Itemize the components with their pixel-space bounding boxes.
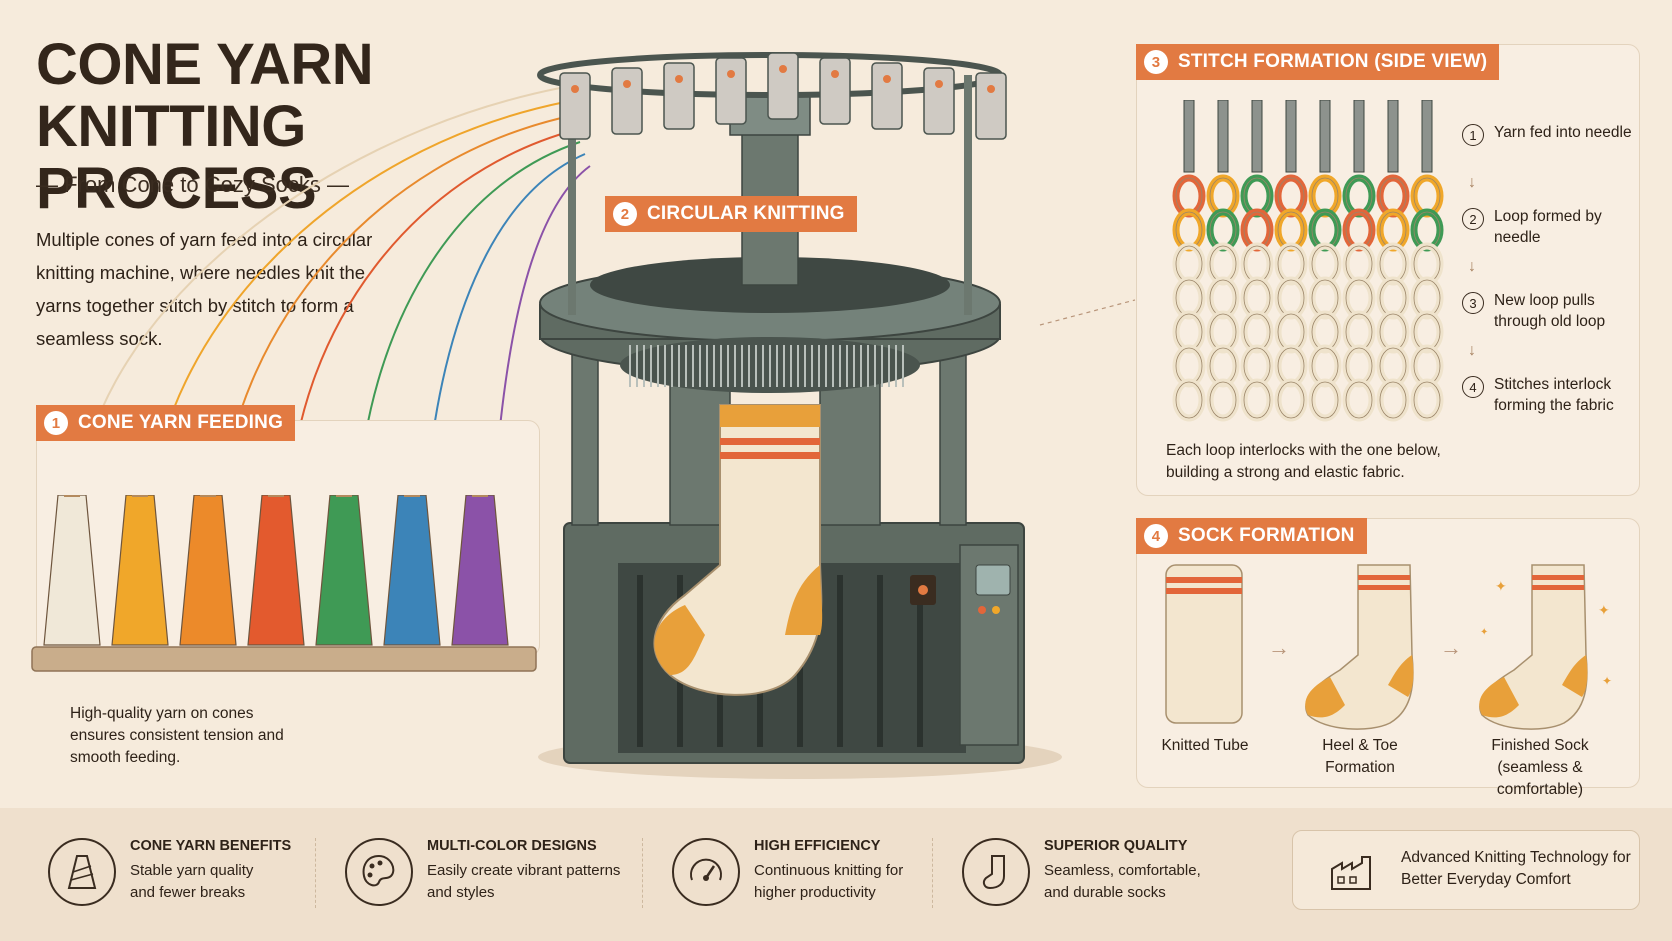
svg-text:→: →: [1440, 635, 1462, 660]
footer-divider: [642, 838, 643, 908]
svg-text:→: →: [1268, 635, 1290, 660]
stage-2-label: Heel & Toe Formation: [1322, 737, 1398, 776]
yarn-cone-4: [247, 495, 305, 646]
stage-1-label: Knitted Tube: [1161, 737, 1249, 754]
yarn-feeder: [819, 57, 851, 125]
yarn-cone-5: [315, 495, 373, 646]
yarn-feeder: [975, 72, 1007, 140]
knitting-needle: [1285, 100, 1297, 173]
section-3-caption: Each loop interlocks with the one below,…: [1166, 442, 1441, 481]
title-line-1: CONE YARN: [36, 32, 374, 97]
section-2-number: 2: [613, 202, 637, 226]
yarn-cones-illustration: [31, 495, 537, 672]
step-2-number: 2: [1462, 208, 1484, 230]
yarn-feeder: [559, 72, 591, 140]
step-arrow-icon: ↓: [1468, 342, 1476, 359]
knitting-needle: [1217, 100, 1229, 173]
title-line-2: KNITTING PROCESS: [36, 94, 317, 221]
palette-icon: [345, 838, 413, 906]
knitting-needle: [1251, 100, 1263, 173]
section-1-label: CONE YARN FEEDING: [78, 412, 284, 433]
sock-icon: [962, 838, 1030, 906]
section-4-label: SOCK FORMATION: [1178, 525, 1355, 546]
section-3-number: 3: [1144, 50, 1168, 74]
svg-text:✦: ✦: [1598, 602, 1610, 618]
circular-knitting-machine: [537, 52, 1062, 779]
step-1-text: Yarn fed into needle: [1494, 124, 1632, 141]
knitting-needle: [1353, 100, 1365, 173]
yarn-feeder: [871, 62, 903, 130]
yarn-cone-1: [43, 495, 101, 646]
stitch-steps: 1 Yarn fed into needle ↓ 2 Loop formed b…: [1462, 122, 1642, 422]
section-2-label: CIRCULAR KNITTING: [647, 203, 845, 224]
yarn-cone-3: [179, 495, 237, 646]
footer-divider: [932, 838, 933, 908]
yarn-feeder: [715, 57, 747, 125]
feature-4-title: SUPERIOR QUALITY: [1044, 838, 1188, 854]
subtitle: — From Cone to Cozy Socks —: [36, 172, 349, 197]
yarn-cone-2: [111, 495, 169, 646]
section-3-badge: 3 STITCH FORMATION (SIDE VIEW): [1136, 44, 1500, 80]
section-1-badge: 1 CONE YARN FEEDING: [36, 405, 296, 441]
yarn-feeder: [767, 52, 799, 120]
footer-divider: [315, 838, 316, 908]
stitch-diagram: [1172, 100, 1444, 422]
knitting-needle: [1319, 100, 1331, 173]
tagline-text: Advanced Knitting Technology for Better …: [1401, 849, 1631, 888]
knitting-needle: [1421, 100, 1433, 173]
stitch-step-4: 4 Stitches interlock forming the fabric: [1462, 374, 1642, 424]
knitted-tube: [1165, 564, 1243, 724]
factory-icon: [1328, 849, 1376, 898]
section-4-number: 4: [1144, 524, 1168, 548]
section-3-label: STITCH FORMATION (SIDE VIEW): [1178, 51, 1488, 72]
step-3-text: New loop pulls through old loop: [1494, 292, 1606, 330]
yarn-feeder: [611, 67, 643, 135]
finished-sock: ✦ ✦ ✦ ✦: [1479, 564, 1612, 730]
section-4-badge: 4 SOCK FORMATION: [1136, 518, 1367, 554]
sock-stages-illustration: → → ✦ ✦ ✦ ✦: [1165, 564, 1612, 730]
stitch-step-3: 3 New loop pulls through old loop: [1462, 290, 1642, 340]
stitch-step-2: 2 Loop formed by needle: [1462, 206, 1642, 256]
feature-2-title: MULTI-COLOR DESIGNS: [427, 838, 597, 854]
cone-icon: [48, 838, 116, 906]
section-1-number: 1: [44, 411, 68, 435]
step-3-number: 3: [1462, 292, 1484, 314]
yarn-cone-6: [383, 495, 441, 646]
sock-hanging: [653, 404, 823, 696]
section-2-badge: 2 CIRCULAR KNITTING: [605, 196, 857, 232]
yarn-feeder: [663, 62, 695, 130]
feature-2-desc: Easily create vibrant patterns and style…: [427, 862, 621, 901]
feature-3-desc: Continuous knitting for higher productiv…: [754, 862, 904, 901]
step-4-number: 4: [1462, 376, 1484, 398]
feature-4-desc: Seamless, comfortable, and durable socks: [1044, 862, 1201, 901]
feature-3-title: HIGH EFFICIENCY: [754, 838, 881, 854]
tagline-box: Advanced Knitting Technology for Better …: [1292, 830, 1640, 910]
heel-toe-sock: [1305, 564, 1414, 730]
step-2-text: Loop formed by needle: [1494, 208, 1602, 246]
step-4-text: Stitches interlock forming the fabric: [1494, 376, 1614, 414]
section-1-caption: High-quality yarn on cones ensures consi…: [70, 705, 284, 766]
feature-1-title: CONE YARN BENEFITS: [130, 838, 292, 854]
svg-text:✦: ✦: [1495, 578, 1507, 594]
knitting-needle: [1387, 100, 1399, 173]
page-title: CONE YARN KNITTING PROCESS: [36, 34, 556, 220]
stitch-step-1: 1 Yarn fed into needle: [1462, 122, 1642, 172]
step-arrow-icon: ↓: [1468, 258, 1476, 275]
yarn-cone-7: [451, 495, 509, 646]
svg-text:✦: ✦: [1480, 627, 1488, 638]
step-arrow-icon: ↓: [1468, 174, 1476, 191]
feature-1-desc: Stable yarn quality and fewer breaks: [130, 862, 254, 901]
step-1-number: 1: [1462, 124, 1484, 146]
knitting-needle: [1183, 100, 1195, 173]
gauge-icon: [672, 838, 740, 906]
stage-3-label: Finished Sock (seamless & comfortable): [1491, 737, 1589, 798]
yarn-feeder: [923, 67, 955, 135]
svg-text:✦: ✦: [1602, 674, 1612, 688]
